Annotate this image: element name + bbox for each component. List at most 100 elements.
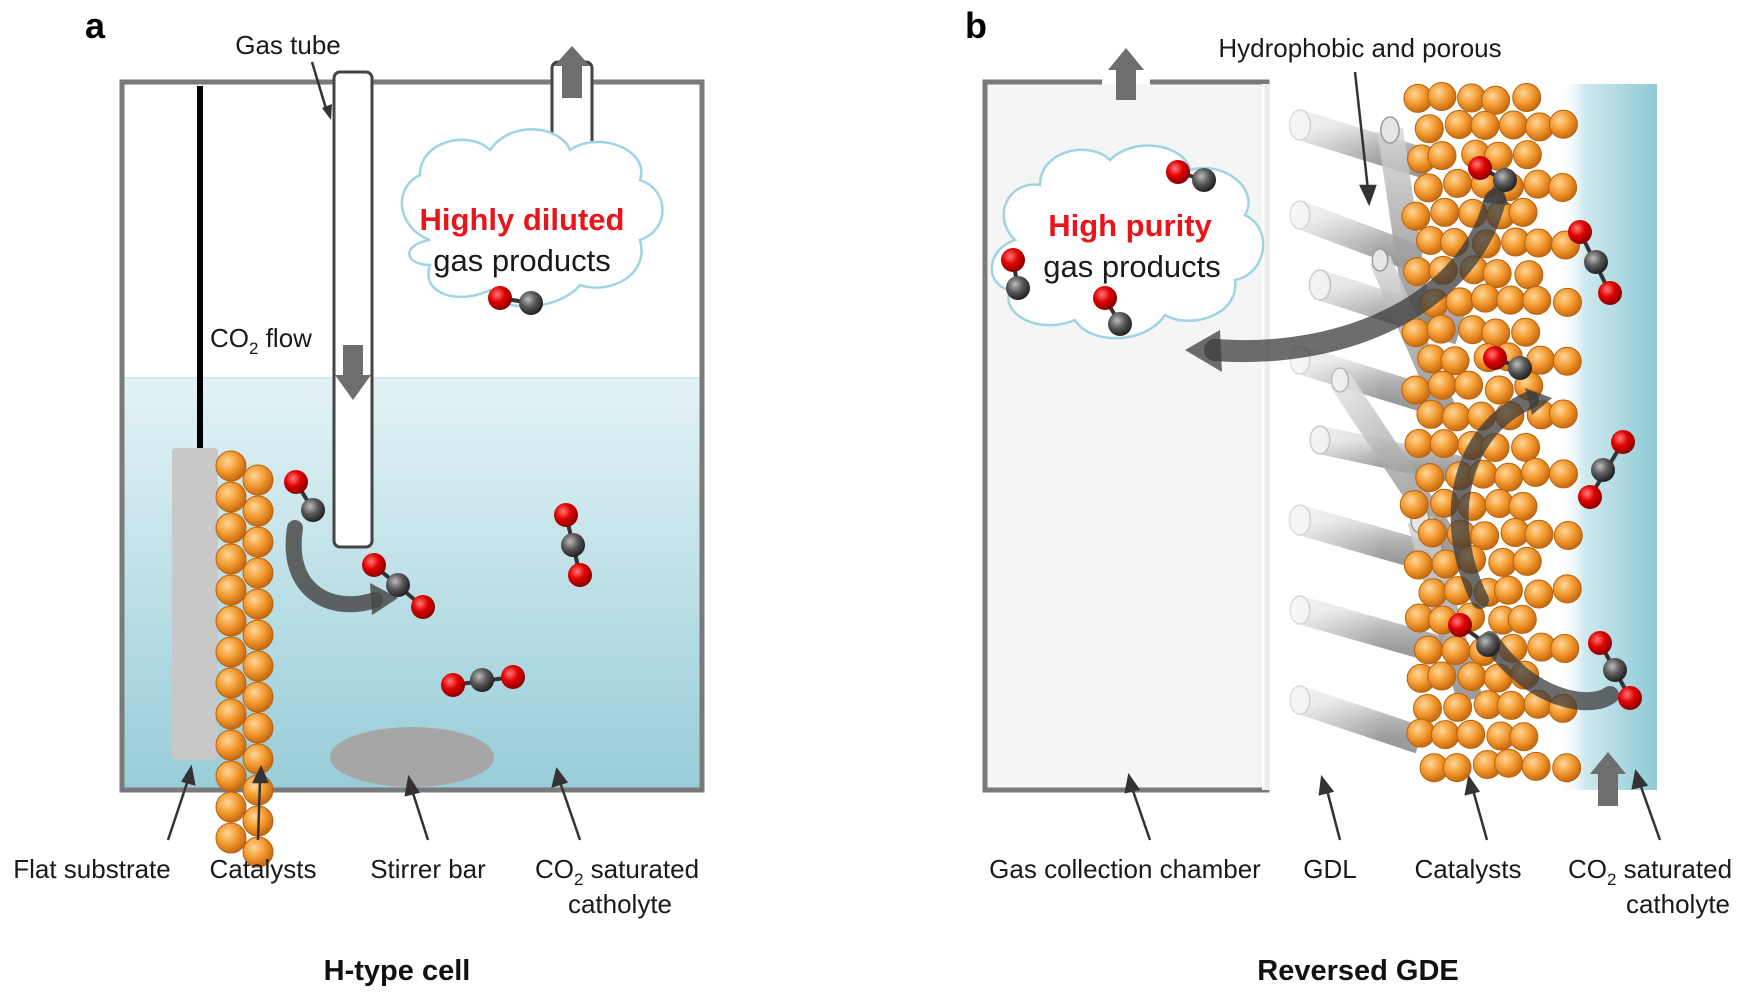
catalyst-particle [1521, 751, 1551, 781]
bottom-pointers-b [1124, 769, 1662, 841]
oxygen-atom [284, 470, 308, 494]
carbon-atom [1006, 276, 1030, 300]
catalyst-particle [1404, 429, 1434, 459]
carbon-atom [1192, 168, 1216, 192]
oxygen-atom [1166, 160, 1190, 184]
catalyst-particle [1403, 550, 1433, 580]
catalyst-particle [1430, 197, 1460, 227]
co2-molecule [1588, 631, 1642, 710]
flow-arrows-b [1204, 189, 1619, 711]
cloud-a-subtitle: gas products [433, 243, 611, 278]
catalyst-particle [1488, 547, 1518, 577]
co2-flow-label: CO2 flow [210, 323, 312, 358]
catalyst-particle [1524, 519, 1554, 549]
catalyst-particle [1523, 169, 1553, 199]
catalyst-particle [1441, 402, 1471, 432]
co-molecule [1483, 346, 1532, 380]
catalyst-particle [1507, 604, 1537, 634]
label-catholyte-a-line2: catholyte [568, 889, 672, 919]
catalyst-particle [1403, 257, 1433, 287]
stirrer-bar [330, 727, 494, 787]
label-catalysts-b: Catalysts [1415, 854, 1522, 884]
label-catholyte-b-line2: catholyte [1626, 889, 1730, 919]
catalyst-particle [1470, 110, 1500, 140]
catalyst-particle [215, 481, 247, 513]
gdl-fade [1262, 84, 1382, 790]
label-catholyte-b-line1: CO2 saturated [1568, 854, 1732, 889]
catalyst-particle [1496, 285, 1526, 315]
co-molecule [1448, 613, 1500, 657]
catalyst-particle [215, 543, 247, 575]
catalyst-particle [1414, 114, 1444, 144]
label-gas-collection-chamber: Gas collection chamber [989, 854, 1261, 884]
catalyst-particle [1426, 314, 1456, 344]
catalyst-particle [1399, 490, 1429, 520]
catalyst-particle [1512, 82, 1542, 112]
oxygen-atom [1611, 430, 1635, 454]
co2-molecule [441, 665, 525, 697]
catalyst-particle [1427, 661, 1457, 691]
oxygen-atom [1618, 686, 1642, 710]
catalyst-particle [1470, 521, 1500, 551]
label-stirrer-bar: Stirrer bar [370, 854, 486, 884]
conversion-arrow-a [285, 520, 383, 613]
gas-tube-label: Gas tube [235, 30, 341, 60]
gas-tube-pointer [310, 61, 329, 113]
catalyst-particle [1522, 285, 1552, 315]
catalyst-particle [1508, 197, 1538, 227]
catalyst-particle [1508, 491, 1538, 521]
catalyst-particle [1442, 753, 1472, 783]
catalyst-particle [1550, 634, 1580, 664]
catalyst-particle [1493, 575, 1523, 605]
outlet-arrow-b [1108, 48, 1144, 100]
cloud-b-title: High purity [1048, 208, 1212, 243]
catalyst-particle [1427, 81, 1457, 111]
h-cell-frame [119, 79, 705, 793]
inflow-arrow-b [1590, 752, 1626, 806]
catalyst-particle [1416, 399, 1446, 429]
co-molecule [1001, 248, 1030, 300]
catalyst-particle [242, 743, 274, 775]
hydrophobic-pointer [1353, 71, 1377, 207]
label-gdl: GDL [1303, 854, 1356, 884]
catalyst-particle [1456, 719, 1486, 749]
co2-molecule [362, 553, 435, 619]
catalyst-particle [1548, 459, 1578, 489]
catalyst-particle [242, 712, 274, 744]
catalyst-particle [1401, 375, 1431, 405]
carbon-atom [1476, 633, 1500, 657]
carbon-atom [519, 291, 543, 315]
oxygen-atom [568, 563, 592, 587]
catalyst-particle [242, 526, 274, 558]
oxygen-atom [1448, 613, 1472, 637]
carbon-atom [1584, 250, 1608, 274]
label-catalysts-a: Catalysts [210, 854, 317, 884]
catalyst-particle [1494, 462, 1524, 492]
catalyst-particle [1552, 346, 1582, 376]
catalyst-particle [1482, 259, 1512, 289]
oxygen-atom [362, 553, 386, 577]
co-molecule [1468, 156, 1517, 192]
co2-molecule [1578, 430, 1635, 509]
oxygen-atom [1001, 248, 1025, 272]
catalyst-particle [1457, 662, 1487, 692]
catalyst-particle [1413, 173, 1443, 203]
carbon-atom [561, 533, 585, 557]
catalyst-particle [1443, 168, 1473, 198]
carbon-atom [386, 573, 410, 597]
catalyst-particle [215, 667, 247, 699]
catalyst-particle [1440, 346, 1470, 376]
catalyst-particle [1511, 317, 1541, 347]
cloud-b [990, 144, 1265, 340]
catalyst-particle [215, 512, 247, 544]
catalyst-particle [1418, 578, 1448, 608]
outlet-arrow-a [554, 46, 590, 98]
oxygen-atom [1588, 631, 1612, 655]
molecules-b [1001, 156, 1642, 710]
catalyst-particle [1401, 201, 1431, 231]
catalyst-particle [1441, 635, 1471, 665]
catalyst-particle [1521, 457, 1551, 487]
co-molecule [488, 286, 543, 315]
catalyst-particle [215, 636, 247, 668]
